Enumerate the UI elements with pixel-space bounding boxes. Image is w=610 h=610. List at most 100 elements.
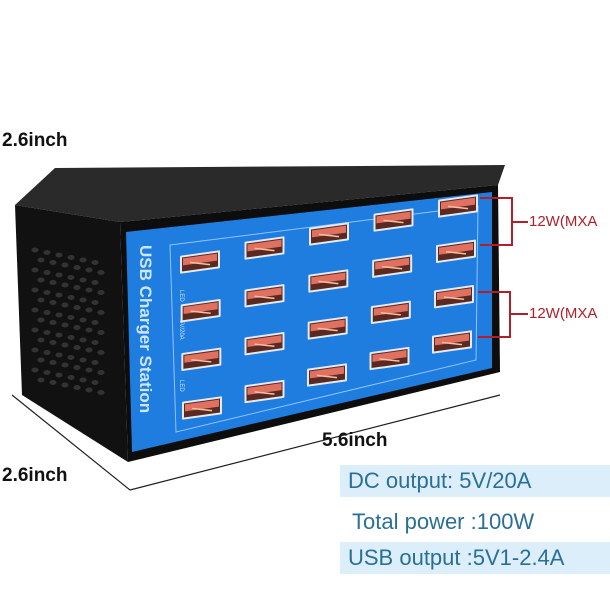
vent-hole — [91, 320, 99, 325]
vent-hole — [43, 290, 51, 295]
port-label-led-2: LED — [178, 380, 184, 392]
vent-hole — [31, 327, 39, 333]
vent-hole — [61, 322, 69, 328]
vent-hole — [43, 350, 51, 355]
vent-hole — [37, 357, 45, 363]
spec-dc-output: DC output: 5V/20A — [340, 465, 610, 497]
vent-hole — [61, 382, 69, 388]
spec-total-power: Total power :100W — [352, 509, 535, 534]
vent-hole — [73, 365, 81, 370]
vent-hole — [61, 282, 69, 288]
vent-hole — [91, 340, 99, 345]
vent-hole — [55, 332, 63, 338]
usb-port — [432, 330, 472, 354]
vent-hole — [97, 290, 105, 295]
vent-hole — [43, 270, 51, 275]
vent-hole — [61, 302, 69, 308]
usb-port — [181, 347, 222, 372]
vent-hole — [79, 277, 87, 283]
vent-hole — [73, 265, 81, 270]
vent-hole — [67, 315, 75, 320]
vent-hole — [55, 352, 63, 358]
usb-port — [308, 269, 349, 293]
vent-hole — [97, 310, 105, 315]
vent-hole — [61, 362, 69, 368]
vent-hole — [79, 337, 87, 343]
vent-hole — [49, 260, 57, 265]
vent-hole — [49, 300, 57, 305]
port-label-led: LED — [178, 290, 184, 302]
speaker-grille — [31, 247, 105, 395]
vent-hole — [43, 250, 51, 255]
usb-port — [307, 316, 348, 340]
spec-usb-output: USB output :5V1-2.4A — [340, 542, 610, 574]
vent-hole — [49, 340, 57, 345]
usb-port — [244, 284, 285, 308]
usb-port — [182, 396, 222, 420]
vent-hole — [73, 345, 81, 350]
vent-hole — [31, 267, 39, 273]
vent-hole — [79, 377, 87, 383]
vent-hole — [97, 270, 105, 275]
callout-label-2: 12W(MXA — [529, 305, 598, 322]
vent-hole — [37, 277, 45, 283]
usb-port — [180, 250, 220, 274]
vent-hole — [43, 370, 51, 375]
width-label: 5.6inch — [322, 430, 388, 451]
vent-hole — [49, 320, 57, 325]
vent-hole — [55, 292, 63, 298]
usb-port — [244, 379, 285, 404]
usb-port — [244, 331, 285, 356]
vent-hole — [43, 310, 51, 315]
vent-hole — [61, 342, 69, 348]
usb-port — [307, 363, 347, 387]
callout-bracket-2 — [478, 291, 528, 338]
vent-hole — [49, 360, 57, 365]
vent-hole — [79, 317, 87, 323]
port-label-rating: 5V/20A — [178, 320, 184, 340]
vent-hole — [55, 272, 63, 278]
vent-hole — [31, 287, 39, 293]
depth-line — [11, 394, 131, 491]
usb-port — [244, 236, 285, 260]
panel-label: USB Charger Station — [136, 245, 155, 413]
vent-hole — [31, 367, 39, 373]
vent-hole — [79, 297, 87, 303]
usb-port-grid — [180, 194, 478, 420]
vent-hole — [37, 317, 45, 323]
vent-hole — [85, 327, 93, 333]
vent-hole — [37, 257, 45, 263]
vent-hole — [55, 252, 63, 258]
vent-hole — [85, 347, 93, 353]
vent-hole — [85, 387, 93, 393]
depth-label: 2.6inch — [2, 465, 68, 486]
vent-hole — [97, 370, 105, 375]
vent-hole — [85, 287, 93, 293]
usb-port — [373, 208, 414, 232]
vent-hole — [55, 312, 63, 318]
vent-hole — [31, 307, 39, 313]
vent-hole — [61, 262, 69, 268]
callout-bracket-1 — [480, 197, 528, 246]
vent-hole — [37, 377, 45, 383]
vent-hole — [67, 375, 75, 380]
vent-hole — [37, 337, 45, 343]
vent-hole — [37, 297, 45, 303]
vent-hole — [67, 335, 75, 340]
height-label: 2.6inch — [2, 130, 68, 151]
vent-hole — [91, 280, 99, 285]
vent-hole — [49, 280, 57, 285]
vent-hole — [73, 285, 81, 290]
vent-hole — [43, 330, 51, 335]
vent-hole — [97, 330, 105, 335]
vent-hole — [79, 257, 87, 263]
vent-hole — [31, 247, 39, 253]
usb-port — [309, 222, 349, 246]
width-line — [129, 394, 501, 491]
vent-hole — [67, 295, 75, 300]
vent-hole — [67, 255, 75, 260]
vent-hole — [79, 357, 87, 363]
vent-hole — [73, 385, 81, 390]
vent-hole — [85, 367, 93, 373]
